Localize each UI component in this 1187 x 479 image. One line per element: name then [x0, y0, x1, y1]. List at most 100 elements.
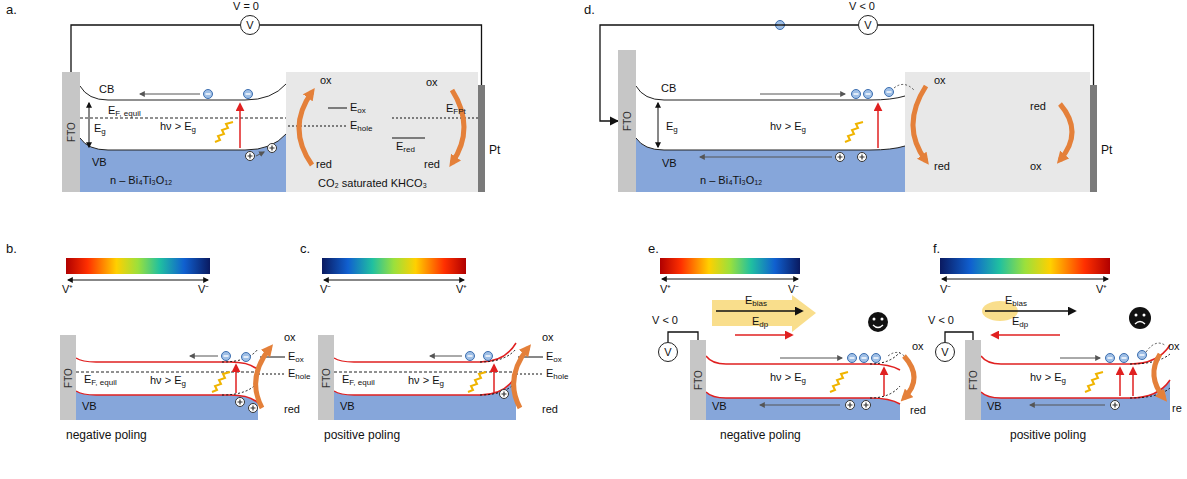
panel-f-art-part: [940, 258, 1110, 274]
label-text: EF, equil: [108, 104, 141, 117]
panel-f-art-part: [981, 380, 1170, 420]
panel-b-art-part: [236, 398, 245, 407]
panel-e-art-part: [760, 405, 840, 406]
fto-electrode: FTO: [690, 340, 706, 420]
panel-d-art-part: [700, 157, 832, 158]
panel-caption: negative poling: [720, 428, 801, 442]
panel-d-art-part: [894, 84, 914, 90]
panel-c-art-part: [334, 372, 516, 373]
panel-letter: a.: [6, 2, 17, 17]
panel-d-art-part: [905, 72, 1090, 192]
label-text: red: [316, 158, 332, 171]
panel-e-art-part: [904, 356, 914, 398]
panel-a-art-part: [392, 138, 425, 139]
panel-e-art-part: [706, 356, 900, 370]
panel-f-art-part: [1135, 314, 1138, 317]
wire: [260, 25, 482, 85]
panel-e-art-part: [881, 318, 884, 321]
panel-d-art-part: [636, 138, 905, 150]
panel-d-art-part: [885, 88, 894, 97]
panel-letter: f.: [933, 241, 940, 256]
panel-f-art-part: [992, 334, 1060, 336]
panel-a-art-part: [328, 108, 347, 109]
panel-b-art-part: [235, 365, 237, 393]
label-text: V⁺: [456, 283, 467, 296]
panel-b-art-part: [76, 391, 258, 420]
panel-e-art-part: [706, 392, 900, 420]
panel-f-art-part: [1154, 354, 1164, 398]
label-text: red: [934, 160, 950, 173]
panel-e-art-part: [846, 401, 855, 410]
panel-f-art-part: [1143, 314, 1146, 317]
voltmeter: V: [935, 342, 955, 362]
wire: [600, 25, 858, 121]
panel-a-art-part: [204, 90, 213, 99]
panel-b-art-part: [256, 348, 270, 408]
panel-e-art-part: [735, 334, 792, 336]
label-text: VB: [987, 400, 1002, 413]
panel-d-art-part: [760, 94, 845, 95]
panel-a-art-part: [80, 134, 286, 150]
panel-d-art-part: [858, 153, 867, 162]
label-text: EFPt: [446, 102, 466, 115]
fto-electrode: FTO: [62, 72, 80, 192]
panel-f-art: [940, 258, 1170, 420]
panel-e-art-part: [660, 258, 800, 274]
label-text: Ehole: [350, 119, 372, 132]
panel-f-art-part: [1111, 401, 1120, 410]
node-text: FTO: [622, 111, 633, 131]
fto-electrode: FTO: [965, 340, 981, 420]
label-text: n – Bi₄Ti₃O₁₂: [110, 174, 172, 187]
panel-f-art-part: [1119, 368, 1121, 396]
panel-b-art-part: [76, 358, 258, 370]
panel-caption: positive poling: [324, 428, 400, 442]
label-text: V⁻: [940, 283, 951, 296]
label-text: V⁻: [198, 283, 209, 296]
panel-b-art-part: [76, 391, 258, 403]
label-text: V⁺: [1096, 283, 1107, 296]
panel-e-art-part: [848, 354, 857, 363]
label-text: Ehole: [546, 367, 568, 380]
label-text: EF, equil: [342, 373, 375, 386]
panel-caption: positive poling: [1010, 428, 1086, 442]
panel-d-art-part: [877, 104, 879, 148]
panel-c-art-part: [324, 280, 464, 281]
panel-d-art-part: [852, 90, 861, 99]
panel-letter: b.: [6, 241, 17, 256]
panel-d-art: [636, 21, 1090, 193]
panel-b-art-part: [222, 352, 231, 361]
panel-f-art-part: [1132, 368, 1134, 396]
label-text: Ebias: [1005, 294, 1027, 307]
label-text: VB: [92, 156, 107, 169]
panel-e-art-part: [716, 310, 802, 312]
panel-e-art-part: [873, 325, 883, 328]
label-text: V < 0: [849, 0, 875, 13]
panel-f-art-part: [1030, 405, 1105, 406]
label-text: red: [284, 403, 300, 416]
panel-b-art-part: [76, 372, 258, 373]
node-text: V: [941, 346, 948, 358]
label-text: VB: [712, 400, 727, 413]
label-text: red: [542, 403, 558, 416]
pt-electrode: Pt: [478, 85, 485, 192]
label-text: hν > Eg: [408, 374, 444, 387]
label-text: V⁺: [660, 283, 671, 296]
panel-e-art-part: [870, 352, 900, 398]
panel-f-art-part: [1120, 354, 1129, 363]
label-text: ox: [542, 331, 554, 344]
panel-f-art-part: [985, 310, 1075, 312]
panel-a-art-part: [215, 122, 233, 142]
panel-d-art-part: [1060, 104, 1072, 160]
label-text: V⁺: [62, 283, 73, 296]
node-text: FTO: [968, 370, 979, 390]
panel-a-art-part: [286, 72, 478, 192]
panel-a-art-part: [80, 134, 286, 192]
label-text: V < 0: [928, 314, 954, 327]
node-text: V: [864, 19, 871, 31]
panel-f-art-part: [942, 279, 1108, 280]
panel-a-art-part: [244, 90, 253, 99]
panel-c-art: [322, 258, 543, 420]
panel-a-art-part: [80, 118, 286, 119]
label-text: ox: [1030, 160, 1042, 173]
